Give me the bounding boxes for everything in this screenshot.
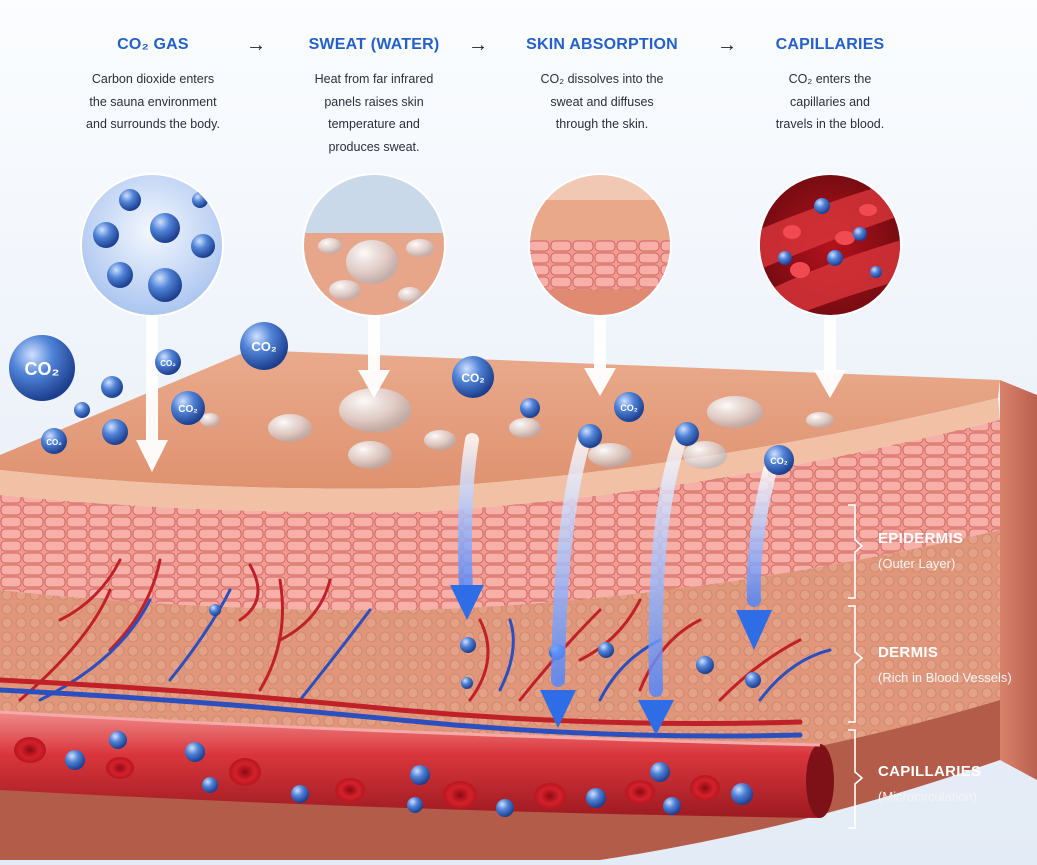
step-capillaries: CAPILLARIES CO₂ enters the capillaries a… — [735, 36, 925, 136]
step-sweat: SWEAT (WATER) Heat from far infrared pan… — [279, 36, 469, 158]
co2-molecule — [578, 424, 602, 448]
layer-name: EPIDERMIS — [878, 530, 964, 547]
co2-molecule — [74, 402, 90, 418]
diffusion-arrows — [450, 433, 777, 735]
layer-name: CAPILLARIES — [878, 763, 982, 780]
svg-text:CO₂: CO₂ — [46, 438, 62, 447]
step-skin-absorption: SKIN ABSORPTION CO₂ dissolves into the s… — [507, 36, 697, 136]
svg-text:CO₂: CO₂ — [25, 359, 60, 379]
step-arrows — [136, 315, 846, 472]
step-title: CAPILLARIES — [775, 36, 885, 53]
red-blood-cells — [14, 737, 720, 809]
skin-surface — [0, 350, 1000, 489]
co2-in-blood — [65, 604, 761, 817]
svg-text:CO₂: CO₂ — [620, 403, 638, 413]
diffusion-arrow — [648, 433, 687, 697]
step-co2-gas: CO₂ GAS Carbon dioxide enters the sauna … — [58, 36, 248, 136]
layer-label-epidermis: EPIDERMIS (Outer Layer) — [878, 530, 963, 571]
co2-molecule: CO₂ — [155, 349, 181, 375]
svg-text:CO₂: CO₂ — [160, 359, 176, 368]
layer-label-capillaries: CAPILLARIES (Microcirculation) — [878, 763, 981, 804]
dermis-vessel-network — [0, 558, 832, 739]
layer-brackets — [848, 504, 864, 829]
co2-molecule — [675, 422, 699, 446]
svg-text:CO₂: CO₂ — [178, 404, 197, 415]
step-circle-capillaries — [758, 173, 902, 317]
step-circle-co2-gas — [80, 173, 224, 317]
co2-molecule: CO₂ — [240, 322, 288, 370]
diffusion-arrow — [746, 463, 777, 607]
co2-molecule — [520, 398, 540, 418]
diffusion-arrow — [457, 433, 479, 597]
co2-molecule: CO₂ — [764, 445, 794, 475]
layer-name: DERMIS — [878, 644, 939, 661]
layer-subtitle: (Rich in Blood Vessels) — [878, 670, 1012, 685]
co2-molecules: CO₂ CO₂ CO₂ CO₂ CO₂ CO₂ CO₂ CO₂ — [9, 322, 794, 475]
flow-arrow: → — [717, 34, 737, 56]
step-description: CO₂ enters the capillaries and travels i… — [775, 72, 885, 131]
svg-text:CO₂: CO₂ — [251, 339, 277, 354]
svg-text:CO₂: CO₂ — [770, 456, 788, 466]
step-title: CO₂ GAS — [117, 36, 189, 53]
svg-text:CO₂: CO₂ — [461, 371, 484, 385]
capillary-tube — [0, 710, 834, 818]
sweat-droplets — [200, 388, 834, 469]
step-description: Carbon dioxide enters the sauna environm… — [86, 72, 220, 131]
co2-molecule — [101, 376, 123, 398]
step-title: SWEAT (WATER) — [308, 36, 440, 53]
flow-arrow: → — [468, 34, 488, 56]
co2-molecule: CO₂ — [9, 335, 75, 401]
step-circle-skin-absorption — [528, 173, 672, 317]
co2-molecule: CO₂ — [171, 391, 205, 425]
co2-molecule: CO₂ — [614, 392, 644, 422]
step-circle-sweat — [302, 173, 446, 317]
co2-molecule — [102, 419, 128, 445]
layer-label-dermis: DERMIS (Rich in Blood Vessels) — [878, 644, 1012, 685]
layer-subtitle: (Outer Layer) — [878, 556, 956, 571]
step-title: SKIN ABSORPTION — [526, 36, 678, 53]
step-description: CO₂ dissolves into the sweat and diffuse… — [540, 72, 664, 131]
co2-molecule: CO₂ — [41, 428, 67, 454]
step-description: Heat from far infrared panels raises ski… — [314, 72, 434, 154]
layer-subtitle: (Microcirculation) — [878, 789, 977, 804]
flow-arrow: → — [246, 34, 266, 56]
diffusion-arrow — [551, 433, 591, 687]
co2-molecule: CO₂ — [452, 356, 494, 398]
